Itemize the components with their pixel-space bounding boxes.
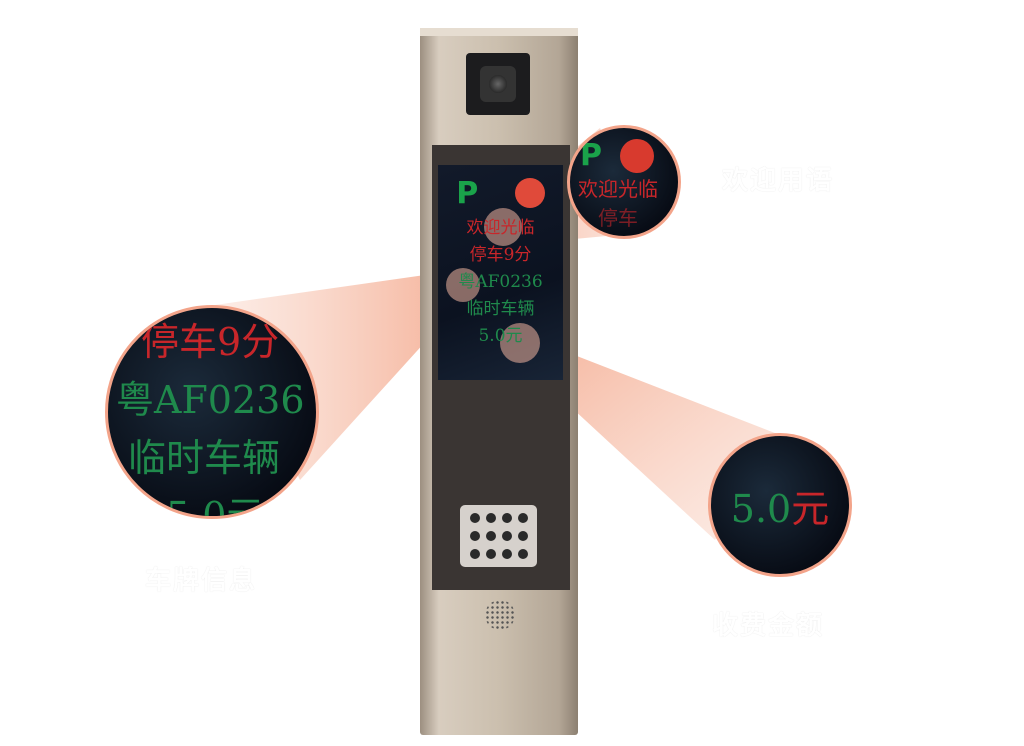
fee-amount-zoom: 5.0 — [730, 487, 792, 531]
parking-sign-zoom: P — [580, 138, 602, 173]
duration-zoom-text: 停车9分 — [141, 320, 280, 364]
camera-lens-center — [489, 75, 507, 93]
label-fee: 收费金额 — [712, 611, 825, 641]
plate-text: 粤AF0236 — [458, 272, 543, 292]
callout-plate: 停车9分 粤AF0236 临时车辆 5.0元 — [105, 305, 319, 519]
duration-text: 停车9分 — [469, 245, 532, 265]
red-light-icon — [514, 178, 545, 208]
terminal-cap — [420, 28, 578, 36]
led-display: P 欢迎光临 停车9分 粤AF0236 临时车辆 5.0元 — [438, 165, 563, 380]
fee-text: 5.0元 — [478, 326, 523, 346]
label-welcome: 欢迎用语 — [722, 166, 835, 196]
highlight-fee — [500, 323, 540, 363]
keypad — [460, 505, 537, 567]
vehicle-type-zoom-text: 临时车辆 — [128, 436, 281, 480]
parking-sign: P — [456, 175, 479, 211]
red-light-icon — [620, 138, 654, 173]
callout-fee: 5.0元 — [708, 433, 852, 577]
speaker-grille-icon — [485, 600, 515, 630]
highlight-welcome — [484, 208, 522, 246]
vehicle-type-text: 临时车辆 — [466, 299, 535, 319]
welcome-zoom-text: 欢迎光临 — [578, 177, 658, 201]
duration-zoom-text: 停车 — [598, 206, 638, 230]
label-plate: 车牌信息 — [145, 566, 258, 596]
fee-unit-zoom: 元 — [791, 487, 830, 531]
plate-zoom-text: 粤AF0236 — [116, 378, 305, 422]
callout-welcome: P 欢迎光临 停车 — [567, 125, 681, 239]
welcome-text: 欢迎光临 — [466, 218, 535, 238]
fee-zoom-text: 5.0元 — [166, 494, 265, 519]
highlight-plate — [446, 268, 480, 302]
